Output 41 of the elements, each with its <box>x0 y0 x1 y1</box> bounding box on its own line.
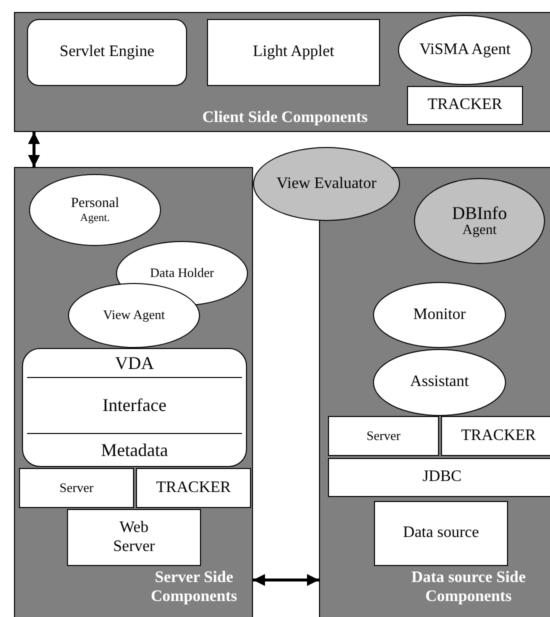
component-box <box>19 468 134 508</box>
panel-label: Client Side Components <box>201 108 369 128</box>
node-label: TRACKER <box>461 426 536 446</box>
component-box <box>441 416 550 456</box>
node-label: Data source <box>403 524 479 543</box>
node-label: TRACKER <box>156 478 231 498</box>
component-box <box>27 19 187 86</box>
node-label: Server <box>366 428 400 444</box>
node-label: Server <box>60 480 94 496</box>
client-panel <box>14 12 550 132</box>
double-arrow <box>253 574 319 586</box>
component-box <box>407 86 523 125</box>
component-box <box>136 468 251 508</box>
node-label: JDBC <box>422 468 462 487</box>
section-label: VDA <box>115 352 154 374</box>
vda-box <box>22 348 247 467</box>
node-label: View Agent <box>103 308 165 323</box>
panel-label: Data source Side Components <box>410 568 527 606</box>
node-label: TRACKER <box>428 96 502 115</box>
double-arrow <box>28 132 40 167</box>
node-label: Personal <box>70 196 120 212</box>
node-label: Agent. <box>80 212 110 224</box>
server-panel <box>14 167 253 617</box>
node-label: Web Server <box>112 519 156 556</box>
node-label: Monitor <box>413 306 466 324</box>
node-label: ViSMA Agent <box>419 40 511 60</box>
node-label: View Evaluator <box>276 174 376 194</box>
section-label: Interface <box>102 395 166 416</box>
component-box <box>374 501 508 566</box>
component-box <box>328 458 550 497</box>
panel-label: Server Side Components <box>150 568 238 606</box>
node-label: Servlet Engine <box>60 43 154 62</box>
component-box <box>67 509 201 566</box>
node-label: Assistant <box>410 373 469 392</box>
component-box <box>207 19 380 86</box>
node-label: DBInfo <box>452 202 507 224</box>
node-label: Agent <box>462 223 497 240</box>
node-label: Light Applet <box>252 43 334 62</box>
node-label: Data Holder <box>150 266 214 281</box>
section-label: Metadata <box>101 440 168 460</box>
component-box <box>328 416 439 456</box>
